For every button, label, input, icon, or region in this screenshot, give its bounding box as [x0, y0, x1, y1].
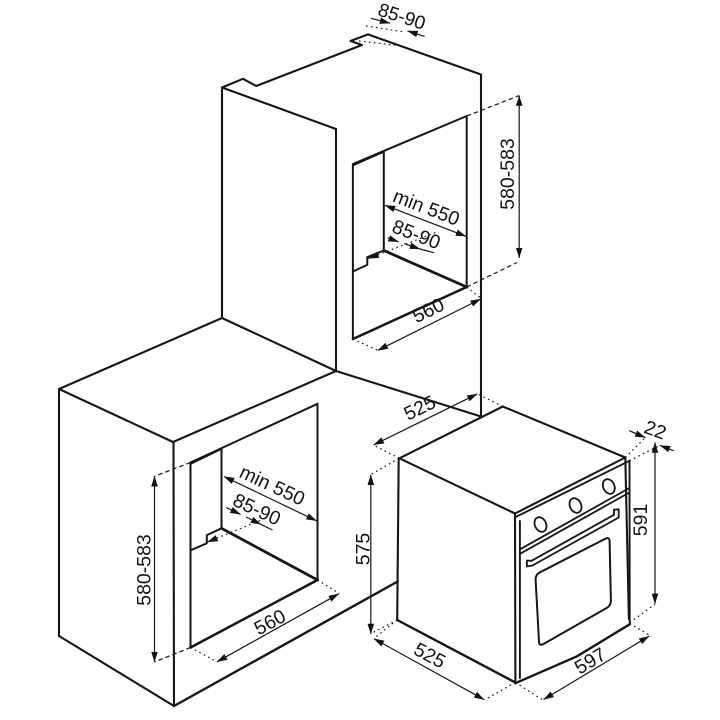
svg-text:85-90: 85-90 [375, 0, 428, 35]
svg-text:597: 597 [571, 644, 610, 680]
svg-text:580-583: 580-583 [497, 138, 519, 210]
svg-text:525: 525 [400, 391, 439, 425]
svg-text:22: 22 [641, 416, 669, 444]
svg-text:591: 591 [630, 504, 652, 537]
svg-text:560: 560 [251, 605, 290, 640]
svg-text:580-583: 580-583 [134, 534, 156, 606]
svg-text:575: 575 [353, 533, 375, 566]
